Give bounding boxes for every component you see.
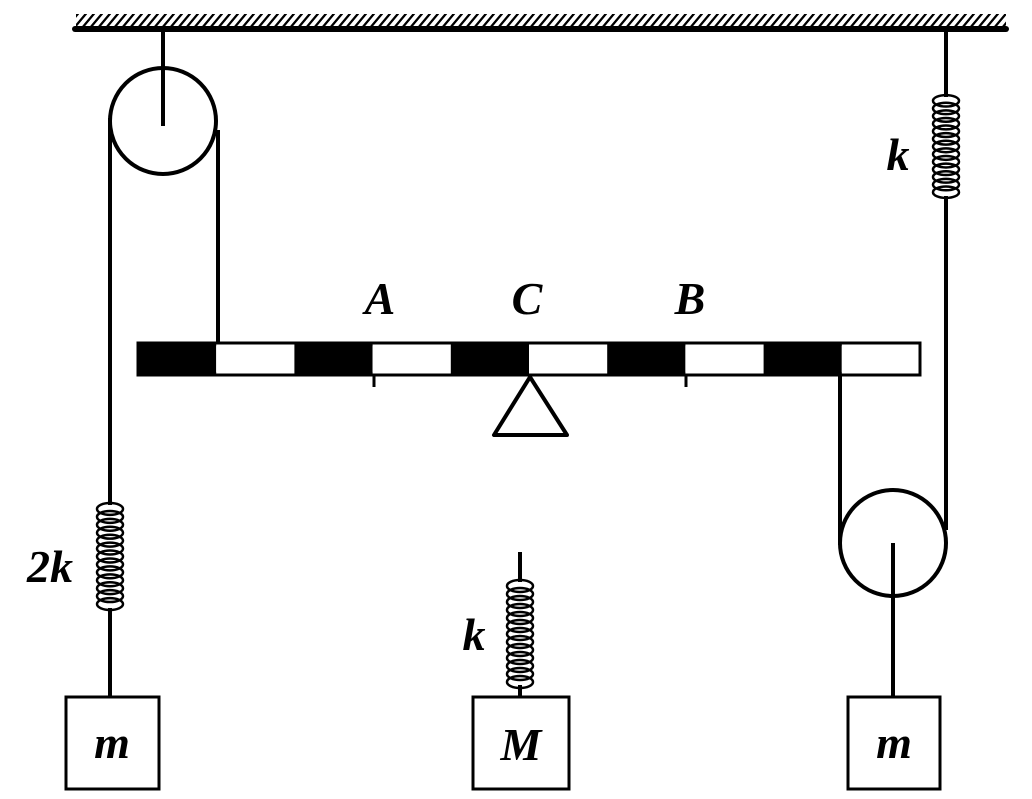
spring-coil [505, 674, 535, 690]
spring-coil [95, 501, 125, 517]
left-pulley [108, 30, 220, 697]
label-mass-left: m [94, 717, 130, 768]
spring-coil [95, 573, 125, 588]
lever-bar [136, 341, 922, 377]
spring-coil [931, 170, 961, 184]
spring-coil [931, 101, 961, 116]
spring-coil [931, 131, 961, 146]
ceiling [72, 14, 1009, 32]
spring-coil [95, 533, 125, 548]
mass-right-box [846, 695, 942, 791]
bar-segment-white [685, 346, 764, 372]
right-pulley [838, 376, 948, 697]
spring-coil [95, 549, 125, 564]
spring-coil [95, 581, 125, 596]
spring-coil [931, 154, 961, 169]
bar-segment-black [294, 342, 373, 376]
spring-coil [95, 596, 125, 612]
spring-coil [931, 162, 961, 177]
bar-segment-white [529, 346, 608, 372]
label-b: B [674, 273, 706, 324]
label-a: A [362, 273, 396, 324]
spring-coil [505, 642, 535, 658]
bar-outline [136, 341, 922, 377]
spring-2k [95, 501, 125, 612]
spring-coil [505, 578, 535, 594]
spring-coil [931, 116, 961, 131]
label-mass-middle: M [500, 719, 544, 770]
label-spring-k-middle: k [463, 609, 486, 660]
bar-segment-black [138, 342, 217, 376]
spring-coil [931, 147, 961, 162]
spring-coil [505, 594, 535, 610]
spring-coil [95, 525, 125, 540]
spring-coil [931, 93, 961, 108]
spring-coil [505, 658, 535, 674]
spring-coil [931, 185, 961, 200]
ceiling-hatch [76, 14, 1006, 26]
label-mass-right: m [876, 717, 912, 768]
spring-coil [505, 586, 535, 602]
bar-segment-black [763, 342, 842, 376]
spring-coil [505, 602, 535, 618]
spring-coil [95, 509, 125, 525]
bar-segment-white [372, 346, 451, 372]
spring-coil [505, 626, 535, 642]
spring-coil [505, 650, 535, 666]
spring-coil [95, 557, 125, 572]
spring-coil [95, 517, 125, 532]
spring-coil [931, 177, 961, 192]
label-spring-2k: 2k [26, 541, 73, 592]
spring-coil [931, 109, 961, 123]
spring-coil [505, 634, 535, 650]
spring-k-top [931, 93, 961, 200]
label-c: C [512, 273, 544, 324]
spring-coil [95, 541, 125, 556]
spring-coil [505, 610, 535, 626]
bar-segment-black [450, 342, 529, 376]
spring-coil [931, 139, 961, 154]
bar-segment-white [841, 346, 920, 372]
spring-coil [95, 588, 125, 604]
spring-k-middle [505, 578, 535, 690]
bar-segment-white [216, 346, 295, 372]
mass-left-box [64, 695, 161, 791]
fulcrum-triangle [492, 375, 569, 437]
mass-middle-box [471, 695, 571, 791]
spring-coil [95, 565, 125, 580]
spring-coil [505, 618, 535, 634]
label-spring-k-top: k [887, 129, 910, 180]
spring-coil [505, 666, 535, 682]
spring-coil [931, 124, 961, 139]
bar-segment-black [607, 342, 686, 376]
